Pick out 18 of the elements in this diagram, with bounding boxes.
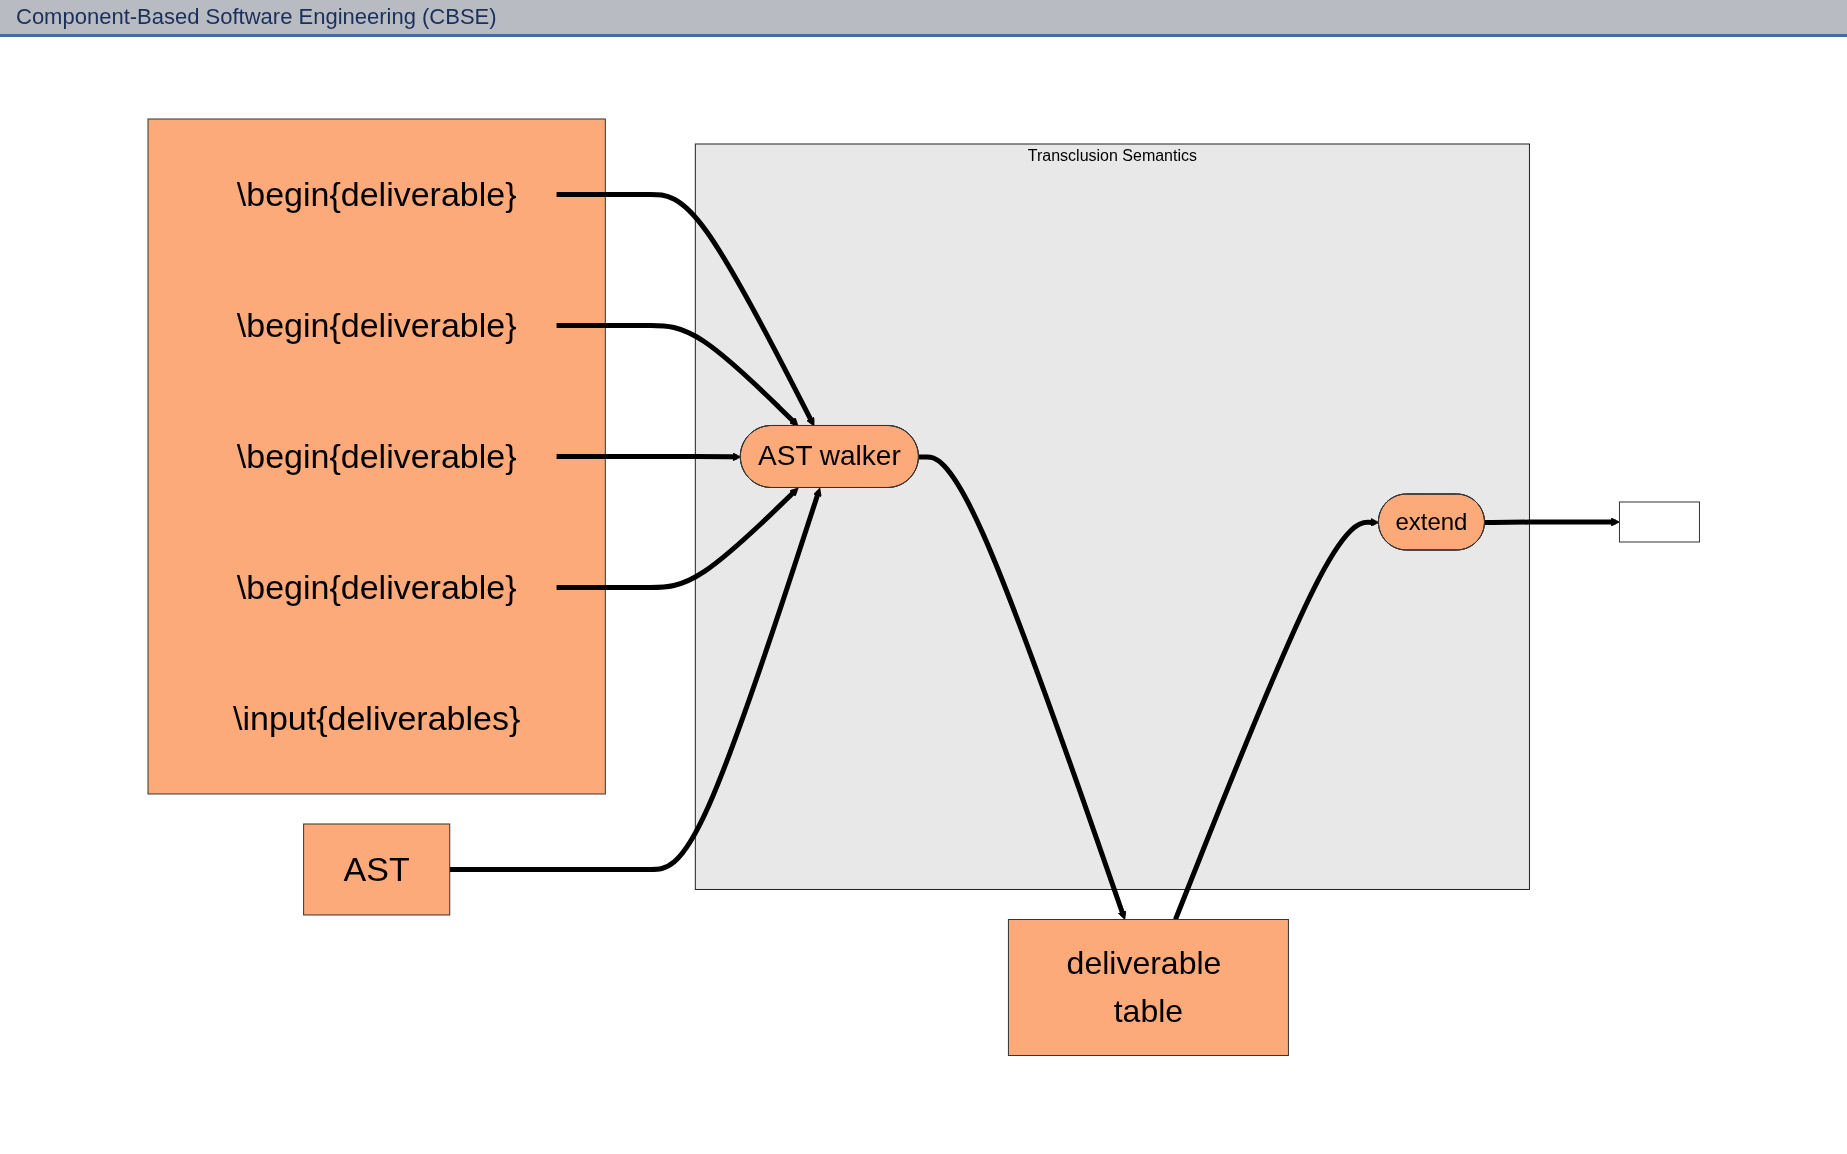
cluster <box>147 118 606 795</box>
arrow <box>556 322 799 427</box>
node-box: deliverable table <box>1007 918 1289 1056</box>
node-box: AST <box>302 823 450 916</box>
arrow <box>449 487 822 872</box>
slide-title: Component-Based Software Engineering (CBSE) <box>0 0 1847 37</box>
node-text: \begin{deliverable} <box>236 174 517 213</box>
node-text: \begin{deliverable} <box>236 567 517 606</box>
arrow <box>556 487 799 590</box>
node-text: \input{deliverables} <box>232 698 521 737</box>
node-box <box>1618 501 1700 543</box>
arrow <box>918 454 1127 920</box>
arrow <box>1484 517 1620 527</box>
arrow <box>1172 517 1380 921</box>
node-text: \begin{deliverable} <box>236 436 517 475</box>
node-text: \begin{deliverable} <box>236 305 517 344</box>
arrow <box>556 452 741 462</box>
arrow <box>556 191 815 427</box>
